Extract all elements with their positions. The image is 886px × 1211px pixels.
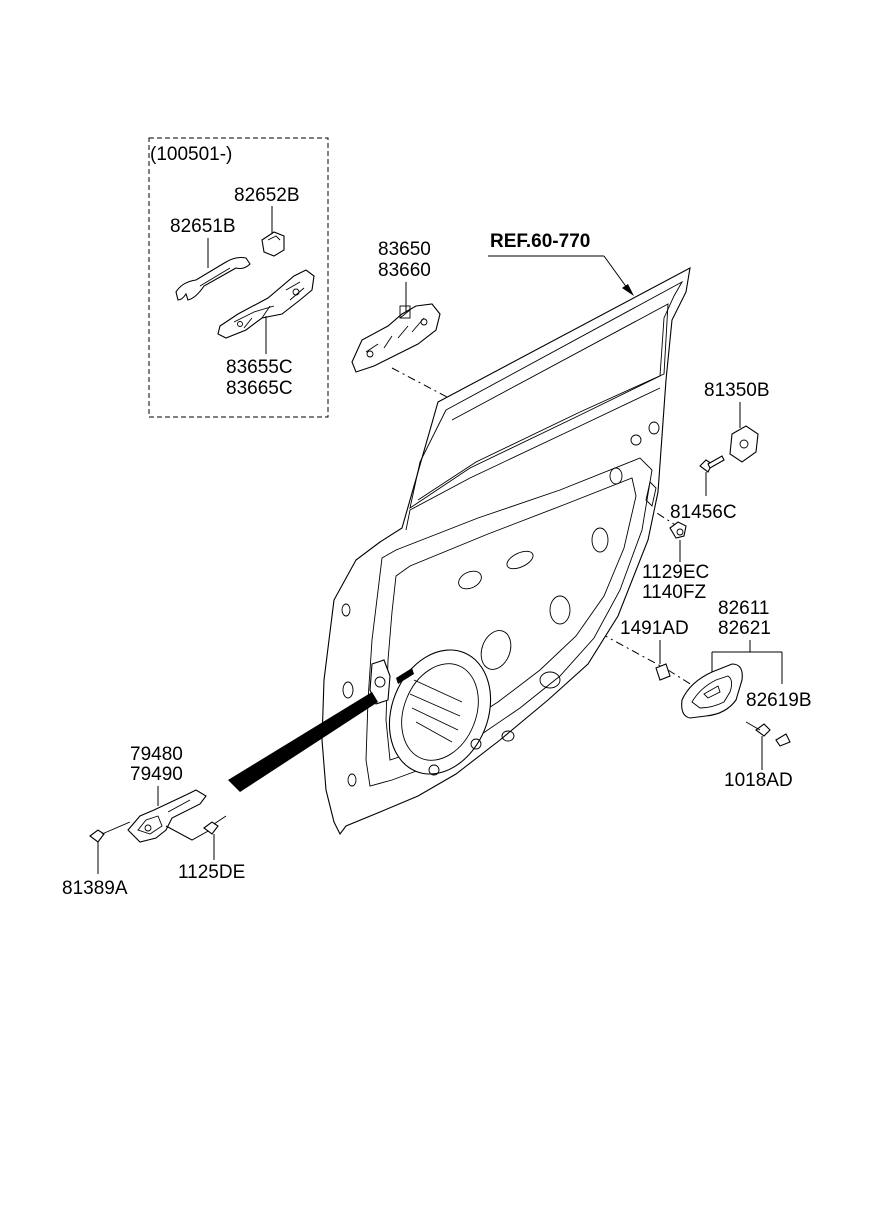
- label-1140FZ[interactable]: 1140FZ: [642, 582, 706, 603]
- label-83665C[interactable]: 83665C: [226, 378, 293, 399]
- ref-label[interactable]: REF.60-770: [490, 231, 590, 252]
- bolt-1129EC: [669, 521, 687, 539]
- clip-1491AD: [655, 663, 671, 681]
- label-83660[interactable]: 83660: [378, 260, 431, 281]
- handle-cover-82652B: [261, 231, 285, 257]
- label-79490[interactable]: 79490: [130, 764, 183, 785]
- label-82621[interactable]: 82621: [718, 618, 771, 639]
- label-79480[interactable]: 79480: [130, 744, 183, 765]
- handle-base-83650: [351, 303, 441, 373]
- label-82611[interactable]: 82611: [718, 598, 769, 619]
- label-81456C[interactable]: 81456C: [670, 502, 737, 523]
- screw-81456C: [699, 455, 725, 473]
- screw-1018AD: [745, 721, 771, 737]
- cap-82619B: [775, 733, 791, 747]
- outside-handle-82651B: [175, 256, 251, 301]
- bolt-81389A: [89, 821, 131, 843]
- label-81350B[interactable]: 81350B: [704, 380, 770, 401]
- door-checker-79480: [127, 789, 207, 843]
- label-81389A[interactable]: 81389A: [62, 878, 128, 899]
- label-83655C[interactable]: 83655C: [226, 357, 293, 378]
- label-82652B[interactable]: 82652B: [234, 185, 300, 206]
- bolt-1125DE: [203, 815, 227, 835]
- label-82619B[interactable]: 82619B: [746, 690, 812, 711]
- latch-rod: [396, 668, 414, 684]
- label-83650[interactable]: 83650: [378, 239, 431, 260]
- label-1125DE[interactable]: 1125DE: [178, 862, 245, 883]
- door-panel: [321, 266, 691, 836]
- door-check-strap-shadow: [228, 692, 378, 792]
- label-1018AD[interactable]: 1018AD: [724, 770, 793, 791]
- inset-box: [148, 137, 329, 418]
- guide-line-handle: [391, 367, 613, 485]
- label-1129EC[interactable]: 1129EC: [642, 562, 709, 583]
- striker-81350B: [729, 425, 759, 463]
- inset-label: (100501-): [150, 144, 232, 165]
- label-1491AD[interactable]: 1491AD: [620, 618, 689, 639]
- label-82651B[interactable]: 82651B: [170, 216, 236, 237]
- handle-frame-83655C: [217, 269, 315, 339]
- inside-handle-82611: [681, 663, 743, 719]
